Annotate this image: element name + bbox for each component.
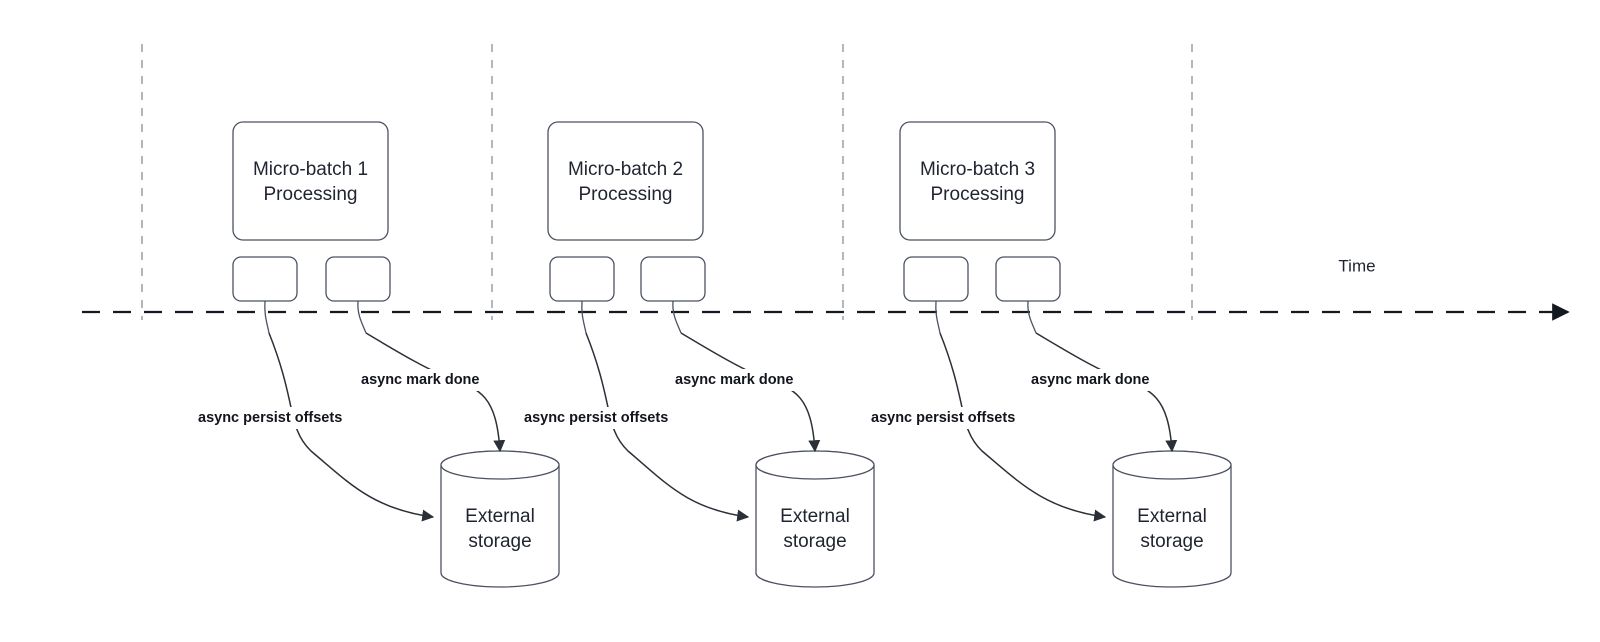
external-storage-label-line2-2: storage: [783, 531, 846, 552]
external-storage-cylinder-top-3: [1112, 450, 1232, 480]
async-mark-done-edge-1: [365, 332, 506, 453]
tick-line-group: [141, 44, 1193, 320]
external-storage-label-line1-3: External: [1137, 506, 1207, 527]
task-box-3b[interactable]: [995, 256, 1061, 302]
micro-batch-label-line2-2: Processing: [579, 184, 673, 205]
async-mark-done-edge-3: [1035, 332, 1178, 453]
async-persist-offsets-label-3: async persist offsets: [871, 410, 1015, 426]
time-axis-label: Time: [1338, 256, 1375, 275]
external-storage-label-line1-1: External: [465, 506, 535, 527]
timeline-axis-group: Time: [82, 256, 1570, 321]
external-storage-label-line2-3: storage: [1140, 531, 1203, 552]
mark-done-label-backdrop-2: [672, 369, 814, 391]
task-stem-2-a: [581, 300, 587, 334]
async-persist-offsets-label-1: async persist offsets: [198, 410, 342, 426]
task-stem-3-a: [935, 300, 941, 334]
async-mark-done-edge-2: [680, 332, 821, 453]
async-persist-offsets-edge-2: [585, 332, 750, 522]
task-box-2a[interactable]: [549, 256, 615, 302]
edge-labels-3: async mark done async persist offsets: [868, 369, 1170, 429]
async-mark-done-label-2: async mark done: [675, 372, 793, 388]
task-box-1b[interactable]: [325, 256, 391, 302]
async-persist-offsets-label-2: async persist offsets: [524, 410, 668, 426]
external-storage-label-line2-1: storage: [468, 531, 531, 552]
task-box-2b[interactable]: [640, 256, 706, 302]
persist-offsets-label-backdrop-2: [521, 407, 697, 429]
task-stem-3-b: [1027, 300, 1037, 334]
edge-labels-2: async mark done async persist offsets: [521, 369, 814, 429]
micro-batch-label-line2-3: Processing: [931, 184, 1025, 205]
micro-batch-box-3[interactable]: [899, 121, 1056, 241]
micro-batch-box-1[interactable]: [232, 121, 389, 241]
external-storage-cylinder-top-2: [755, 450, 875, 480]
persist-offsets-label-backdrop-3: [868, 407, 1044, 429]
micro-batch-label-line1-2: Micro-batch 2: [568, 159, 683, 180]
micro-batch-label-line1-3: Micro-batch 3: [920, 159, 1035, 180]
async-mark-done-label-1: async mark done: [361, 372, 479, 388]
external-storage-label-line1-2: External: [780, 506, 850, 527]
task-box-1a[interactable]: [232, 256, 298, 302]
mark-done-label-backdrop-1: [358, 369, 500, 391]
micro-batch-label-line2-1: Processing: [264, 184, 358, 205]
task-stem-1-b: [357, 300, 367, 334]
task-box-3a[interactable]: [903, 256, 969, 302]
mark-done-label-backdrop-3: [1028, 369, 1170, 391]
persist-offsets-label-backdrop-1: [195, 407, 371, 429]
async-persist-offsets-edge-1: [268, 332, 435, 522]
edge-labels-1: async mark done async persist offsets: [195, 369, 500, 429]
task-stem-2-b: [672, 300, 682, 334]
task-stem-1-a: [264, 300, 270, 334]
async-mark-done-label-3: async mark done: [1031, 372, 1149, 388]
micro-batch-box-2[interactable]: [547, 121, 704, 241]
external-storage-cylinder-top-1: [440, 450, 560, 480]
async-persist-offsets-edge-3: [939, 332, 1107, 522]
batch-groups: Micro-batch 1ProcessingExternalstorageMi…: [232, 121, 1232, 588]
micro-batch-label-line1-1: Micro-batch 1: [253, 159, 368, 180]
